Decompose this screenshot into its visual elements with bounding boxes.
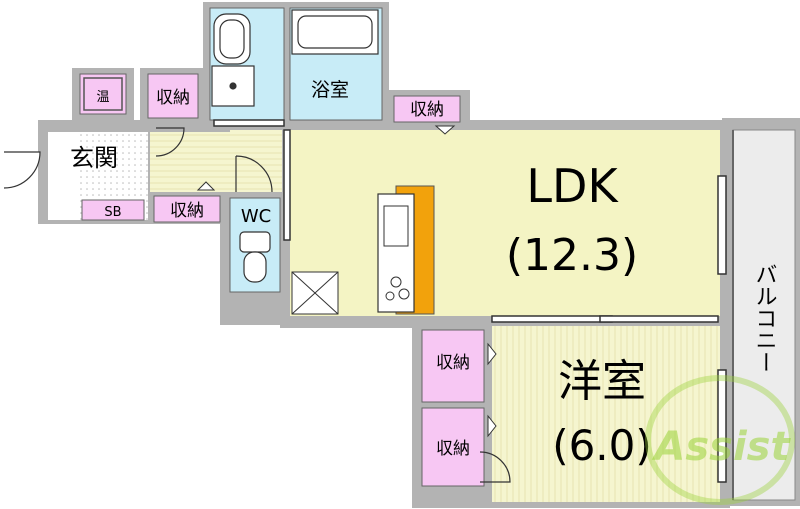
balcony-area <box>732 129 796 501</box>
ldk-size: (12.3) <box>506 230 638 281</box>
sliding-doors <box>213 119 727 483</box>
storage-label-1: 収納 <box>156 88 190 108</box>
entrance-step <box>48 132 80 220</box>
fixtures <box>211 9 379 283</box>
entrance-label: 玄関 <box>70 144 118 172</box>
western-room-size: (6.0) <box>552 421 652 470</box>
assist-watermark: Assist <box>645 375 795 505</box>
bath-label: 浴室 <box>311 79 349 101</box>
western-room-label: 洋室 <box>558 356 646 407</box>
water-heater-label: 温 <box>96 90 109 105</box>
balcony-label: バルコニー <box>752 263 777 373</box>
storage-closets <box>79 73 485 487</box>
storage-label-4: 収納 <box>436 353 470 373</box>
shoe-box-label: SB <box>104 205 121 220</box>
storage-label-3: 収納 <box>170 201 204 221</box>
wc-label: WC <box>241 206 271 227</box>
western-room-floor <box>492 326 720 502</box>
kitchen <box>291 185 435 315</box>
ldk-floor <box>290 130 720 316</box>
ldk-label: LDK <box>526 159 619 213</box>
watermark-text: Assist <box>651 424 791 470</box>
hallway-floor-2 <box>230 130 282 192</box>
storage-label-5: 収納 <box>436 439 470 459</box>
doors <box>3 127 511 483</box>
storage-label-2: 収納 <box>410 100 444 120</box>
